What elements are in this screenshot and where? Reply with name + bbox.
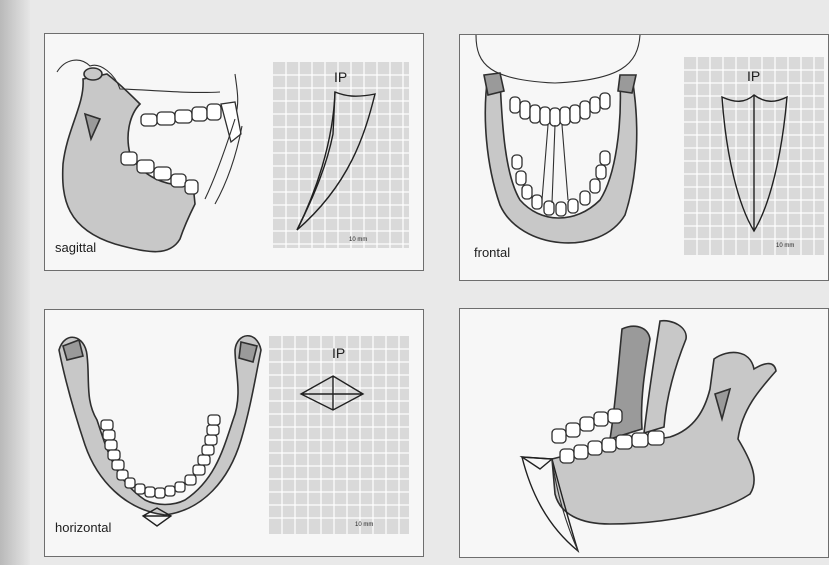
sagittal-grid: [273, 62, 409, 248]
sagittal-skull-contour: [57, 60, 220, 92]
horizontal-ip-label: IP: [332, 345, 345, 361]
sagittal-upper-teeth: [141, 102, 241, 142]
frontal-condyle-right: [618, 75, 636, 93]
three-d-envelope-2: [522, 457, 552, 469]
sagittal-label: sagittal: [55, 240, 96, 255]
frontal-scale: 10 mm: [776, 243, 794, 249]
sagittal-condyle: [84, 68, 102, 80]
frontal-panel: frontal IP 10 mm: [459, 34, 829, 281]
frontal-condyle-left: [484, 73, 504, 95]
sagittal-figure: sagittal IP 10 mm: [45, 34, 424, 271]
frontal-figure: frontal IP 10 mm: [460, 35, 829, 281]
frontal-label: frontal: [474, 245, 510, 260]
sagittal-scale: 10 mm: [349, 237, 367, 243]
horizontal-scale: 10 mm: [355, 522, 373, 528]
three-d-panel: [459, 308, 829, 558]
frontal-upper-teeth: [510, 93, 610, 126]
frontal-opening-lines: [542, 125, 568, 203]
three-d-figure: [460, 309, 829, 558]
sagittal-panel: sagittal IP 10 mm: [44, 33, 424, 271]
frontal-ip-label: IP: [747, 68, 760, 84]
sagittal-ip-label: IP: [334, 69, 347, 85]
horizontal-panel: horizontal IP 10 mm: [44, 309, 424, 557]
horizontal-condyle-right: [239, 342, 257, 362]
horizontal-grid: [269, 336, 409, 534]
page-edge-shadow: [0, 0, 30, 565]
horizontal-label: horizontal: [55, 520, 111, 535]
horizontal-figure: horizontal IP 10 mm: [45, 310, 424, 557]
frontal-mandible: [485, 75, 636, 243]
